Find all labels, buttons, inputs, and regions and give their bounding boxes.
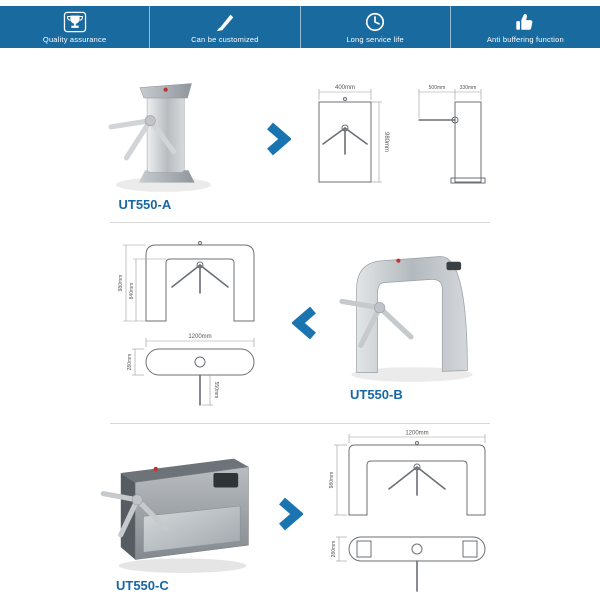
model-label-ut550-c: UT550-C — [116, 577, 169, 593]
tripod-arms — [100, 490, 169, 537]
card-reader — [446, 261, 462, 270]
tripod-arms — [107, 114, 177, 160]
thumbs-up-icon — [513, 11, 537, 33]
dim-label: 980mm — [329, 472, 335, 489]
dim-label: 280mm — [127, 353, 133, 370]
ut550-a-photo-column: UT550-A — [101, 67, 251, 212]
dim-label: 1200mm — [405, 431, 428, 437]
dim-label: 400mm — [334, 85, 354, 91]
tripod-arms — [339, 298, 414, 348]
section-divider — [110, 423, 490, 424]
feature-bar: Quality assurance Can be customized Long… — [0, 6, 600, 48]
feature-label: Long service life — [346, 34, 404, 44]
feature-anti-buffering: Anti buffering function — [451, 6, 600, 48]
ut550-c-dimension-drawing: 1200mm 980mm 280mm — [329, 431, 486, 592]
indicator-light — [396, 258, 401, 263]
indicator-light — [153, 466, 158, 471]
dim-label: 840mm — [129, 282, 135, 299]
section-divider — [110, 222, 490, 223]
feature-service-life: Long service life — [301, 6, 451, 48]
ut550-b-dimension-drawing: 980mm 840mm 1200mm 280mm 550mm — [118, 240, 255, 406]
dim-label: 1200mm — [188, 334, 211, 340]
ut550-b-photo — [339, 255, 473, 382]
arrow-right-icon — [266, 122, 291, 156]
feature-label: Anti buffering function — [486, 34, 564, 44]
feature-label: Quality assurance — [42, 34, 107, 44]
indicator-light — [163, 87, 168, 92]
model-label-ut550-a: UT550-A — [118, 196, 172, 212]
dim-label: 980mm — [118, 274, 124, 291]
pen-icon — [213, 11, 237, 33]
dim-label: 550mm — [213, 381, 219, 398]
reader-display — [213, 472, 239, 487]
feature-customized: Can be customized — [150, 6, 301, 48]
ut550-a-dimension-drawing: 400mm 980mm 500mm 330mm — [318, 85, 485, 184]
feature-label: Can be customized — [191, 34, 259, 44]
ut550-c-photo-column: UT550-C — [98, 436, 263, 593]
glass-panel — [143, 505, 241, 553]
arrow-left-icon — [292, 306, 316, 340]
dim-label: 980mm — [383, 132, 389, 152]
ut550-a-photo — [107, 82, 211, 192]
arrow-right-icon — [279, 497, 303, 531]
ut550-b-photo-column: UT550-B — [332, 245, 492, 402]
section-ut550-a: UT550-A 400mm 980mm 500mm 330mm — [0, 48, 600, 222]
trophy-icon — [63, 11, 87, 33]
dim-label: 280mm — [331, 541, 337, 558]
section-ut550-c: UT550-C 1200mm 980mm 280mm — [0, 424, 600, 604]
model-label-ut550-b: UT550-B — [350, 386, 403, 402]
feature-quality: Quality assurance — [0, 6, 151, 48]
ut550-c-photo — [100, 458, 249, 573]
clock-icon — [363, 11, 387, 33]
section-ut550-b: 980mm 840mm 1200mm 280mm 550mm — [0, 223, 600, 423]
dim-label: 500mm — [428, 85, 445, 91]
dim-label: 330mm — [459, 85, 476, 91]
